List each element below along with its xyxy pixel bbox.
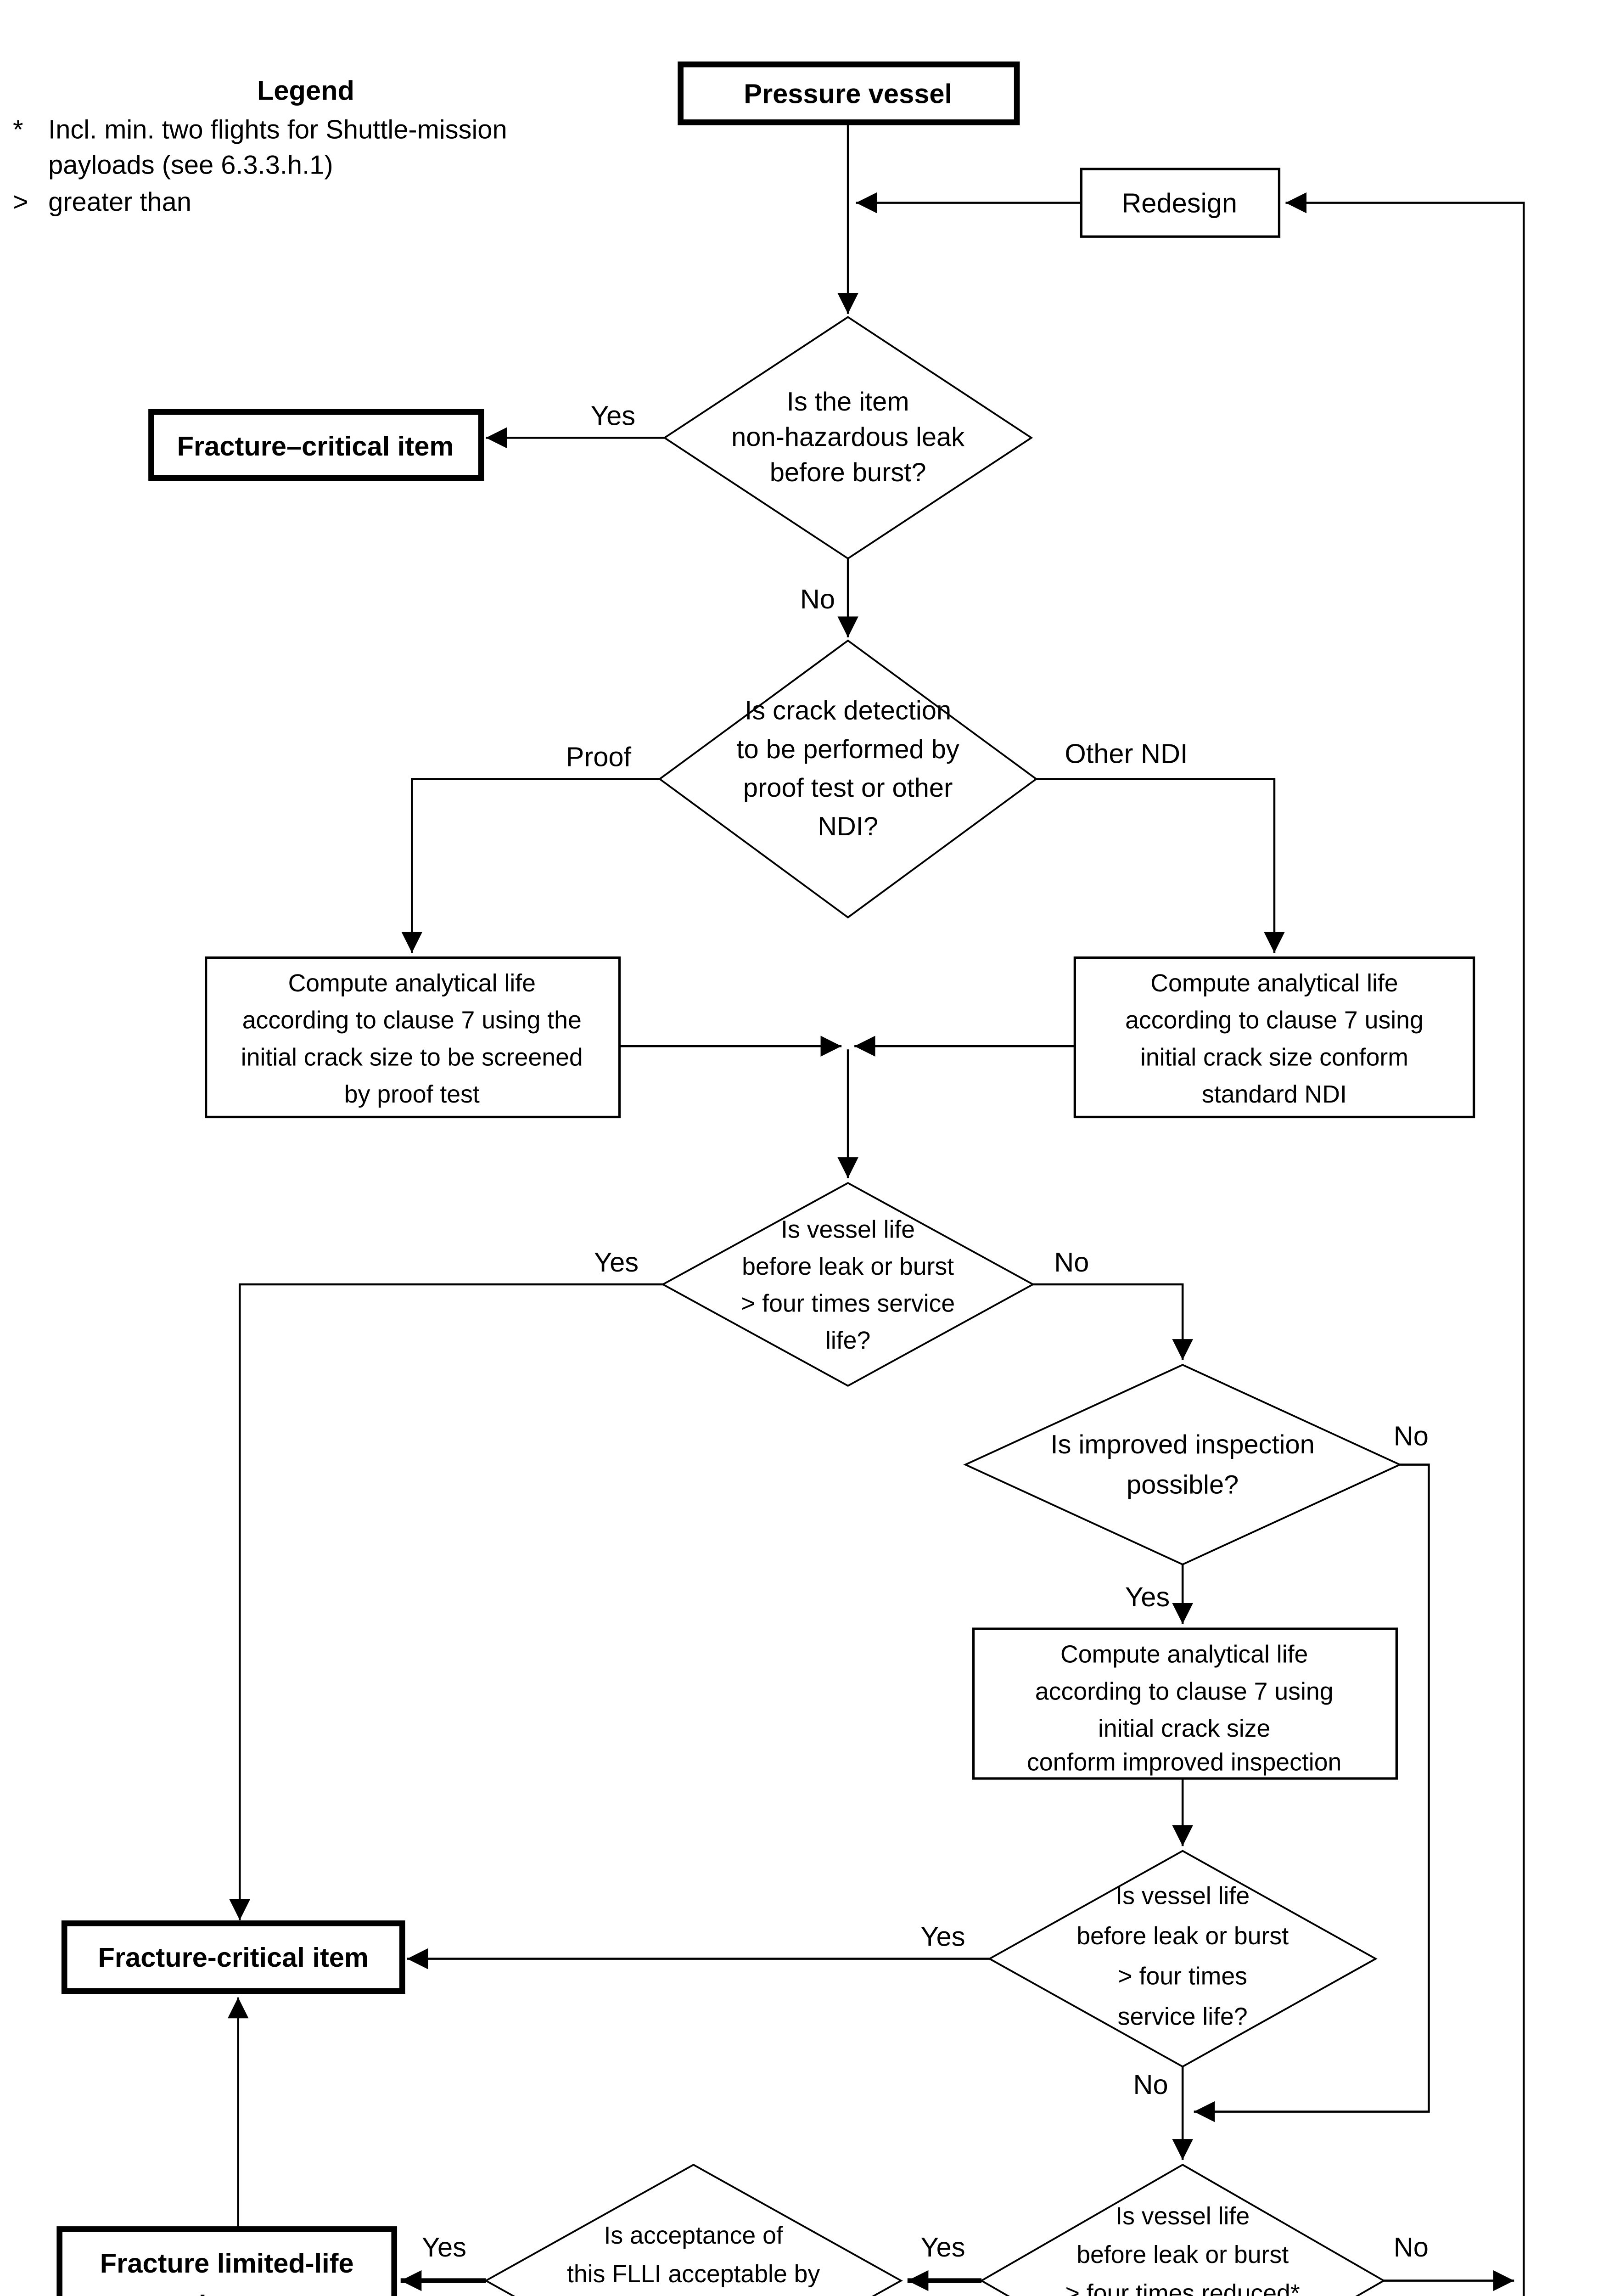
label-proof: Proof xyxy=(566,741,632,772)
label-no-improved: No xyxy=(1394,1420,1429,1451)
fracture-limited-line-2: item xyxy=(199,2290,255,2296)
service1-line-2: before leak or burst xyxy=(742,1253,954,1280)
leak-before-burst-diamond xyxy=(663,316,1033,560)
node-diamond-leak-before-burst: Is the item non-hazardous leak before bu… xyxy=(663,316,1033,560)
node-box-proof-test: Compute analytical life according to cla… xyxy=(205,956,621,1119)
box-improved-rect xyxy=(972,1627,1398,1780)
crack-detection-diamond xyxy=(658,639,1038,919)
node-diamond-flli-acceptance: Is acceptance of this FLLI acceptable by… xyxy=(484,2164,903,2296)
node-diamond-reduced-service-life: Is vessel life before leak or burst > fo… xyxy=(980,2163,1386,2296)
node-fracture-critical-item-2: Fracture-critical item xyxy=(61,1920,405,1994)
node-box-standard-ndi: Compute analytical life according to cla… xyxy=(1073,956,1475,1119)
label-other-ndi: Other NDI xyxy=(1065,738,1188,769)
leak-line-3: before burst? xyxy=(770,458,926,487)
label-no-reduced: No xyxy=(1394,2232,1429,2262)
node-diamond-crack-detection: Is crack detection to be performed by pr… xyxy=(658,639,1038,919)
label-yes-leak: Yes xyxy=(591,400,635,431)
service1-line-3: > four times service xyxy=(741,1290,955,1317)
fracture-critical-2-label: Fracture-critical item xyxy=(98,1942,369,1973)
improved-line-1: Is improved inspection xyxy=(1050,1430,1314,1459)
service2-line-2: before leak or burst xyxy=(1076,1922,1289,1950)
box-improved-line-1: Compute analytical life xyxy=(1060,1641,1308,1668)
edge-other-ndi-branch xyxy=(1036,778,1285,953)
improved-line-2: possible? xyxy=(1127,1470,1239,1500)
label-yes-service2: Yes xyxy=(920,1921,965,1952)
leak-line-1: Is the item xyxy=(787,387,909,416)
service-life-2-diamond xyxy=(987,1850,1378,2068)
box-proof-line-1: Compute analytical life xyxy=(288,969,536,997)
box-ndi-rect xyxy=(1073,956,1475,1119)
crack-line-3: proof test or other xyxy=(743,773,953,803)
label-yes-service1: Yes xyxy=(594,1247,639,1277)
node-redesign: Redesign xyxy=(1080,168,1281,238)
service1-line-1: Is vessel life xyxy=(781,1216,915,1243)
fracture-critical-1-box xyxy=(148,409,484,481)
box-ndi-line-4: standard NDI xyxy=(1202,1080,1347,1108)
legend-item1-line1: Incl. min. two flights for Shuttle-missi… xyxy=(48,115,507,144)
label-no-leak: No xyxy=(800,584,835,614)
leak-line-2: non-hazardous leak xyxy=(731,422,964,452)
acceptance-line-1: Is acceptance of xyxy=(604,2222,783,2249)
legend-item2-symbol: > xyxy=(13,187,28,217)
box-improved-line-4: conform improved inspection xyxy=(1027,1748,1341,1776)
node-diamond-improved-inspection: Is improved inspection possible? xyxy=(963,1364,1402,1565)
node-pressure-vessel: Pressure vessel xyxy=(678,61,1020,125)
fracture-limited-box xyxy=(56,2226,398,2296)
label-no-service1: No xyxy=(1054,1247,1089,1277)
legend-title: Legend xyxy=(257,75,354,106)
box-proof-rect xyxy=(205,956,621,1119)
box-ndi-line-2: according to clause 7 using xyxy=(1125,1007,1424,1034)
legend-item1-line2: payloads (see 6.3.3.h.1) xyxy=(48,151,333,180)
edge-proof-branch xyxy=(401,778,660,953)
acceptance-line-2: this FLLI acceptable by xyxy=(567,2260,820,2288)
flli-acceptance-diamond xyxy=(484,2164,903,2296)
legend-item2-text: greater than xyxy=(48,187,191,217)
node-fracture-critical-item-1: Fracture–critical item xyxy=(148,409,484,481)
fracture-critical-1-label: Fracture–critical item xyxy=(177,431,454,461)
edge-service1-yes-to-fracture-critical-2 xyxy=(229,1283,663,1920)
legend-item1-symbol: * xyxy=(13,115,23,144)
pressure-vessel-box xyxy=(678,61,1020,125)
label-yes-improved: Yes xyxy=(1125,1581,1170,1612)
legend: Legend * Incl. min. two flights for Shut… xyxy=(13,75,507,217)
crack-line-1: Is crack detection xyxy=(745,696,951,726)
node-box-improved-inspection: Compute analytical life according to cla… xyxy=(972,1627,1398,1780)
box-ndi-line-3: initial crack size conform xyxy=(1140,1043,1408,1071)
service2-line-4: service life? xyxy=(1118,2003,1248,2030)
reduced-life-diamond xyxy=(980,2163,1386,2296)
redesign-box xyxy=(1080,168,1281,238)
edge-service1-no-to-improved-inspection xyxy=(1033,1283,1193,1360)
box-proof-line-2: according to clause 7 using the xyxy=(242,1007,582,1034)
label-yes-acceptance: Yes xyxy=(422,2232,466,2262)
edge-right-return-to-redesign xyxy=(1285,192,1525,2296)
crack-line-2: to be performed by xyxy=(736,735,959,764)
service-life-1-diamond xyxy=(661,1182,1035,1387)
edge-improved-no-loop xyxy=(1194,1463,1430,2122)
box-proof-line-4: by proof test xyxy=(344,1080,480,1108)
service1-line-4: life? xyxy=(825,1327,870,1354)
box-ndi-line-1: Compute analytical life xyxy=(1150,969,1398,997)
node-diamond-service-life-1: Is vessel life before leak or burst > fo… xyxy=(661,1182,1035,1387)
box-improved-line-2: according to clause 7 using xyxy=(1035,1677,1334,1705)
reduced-line-1: Is vessel life xyxy=(1116,2202,1250,2230)
node-fracture-limited-life-item: Fracture limited-life item xyxy=(56,2226,398,2296)
reduced-line-3: > four times reduced* xyxy=(1065,2279,1300,2296)
service2-line-1: Is vessel life xyxy=(1116,1882,1250,1909)
redesign-label: Redesign xyxy=(1121,188,1237,219)
node-diamond-service-life-2: Is vessel life before leak or burst > fo… xyxy=(987,1850,1378,2068)
box-proof-line-3: initial crack size to be screened xyxy=(241,1043,583,1071)
box-improved-line-3: initial crack size xyxy=(1098,1715,1270,1742)
fracture-critical-2-box xyxy=(61,1920,405,1994)
improved-inspection-diamond xyxy=(963,1364,1402,1565)
pressure-vessel-label: Pressure vessel xyxy=(744,78,952,109)
label-yes-reduced: Yes xyxy=(920,2232,965,2262)
service2-line-3: > four times xyxy=(1118,1963,1247,1990)
crack-line-4: NDI? xyxy=(818,812,878,841)
reduced-line-2: before leak or burst xyxy=(1076,2241,1289,2268)
label-no-service2: No xyxy=(1133,2069,1168,2100)
fracture-limited-line-1: Fracture limited-life xyxy=(100,2248,354,2279)
